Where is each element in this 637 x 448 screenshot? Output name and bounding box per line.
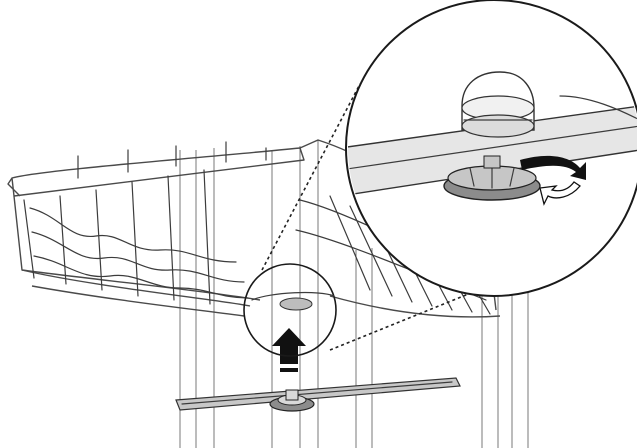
lower-spray-arm <box>175 377 461 412</box>
push-up-arrow-icon <box>272 328 306 372</box>
spray-arm-hub <box>269 389 315 412</box>
dishwasher-frame <box>179 140 529 448</box>
rotate-clockwise-arrow-icon <box>520 155 586 180</box>
nozzle-tube <box>461 71 637 138</box>
rotate-return-arrow-icon <box>539 181 581 206</box>
detail-callout-circle <box>243 263 337 357</box>
magnified-detail-lens <box>345 0 637 297</box>
locking-nut <box>443 155 541 201</box>
